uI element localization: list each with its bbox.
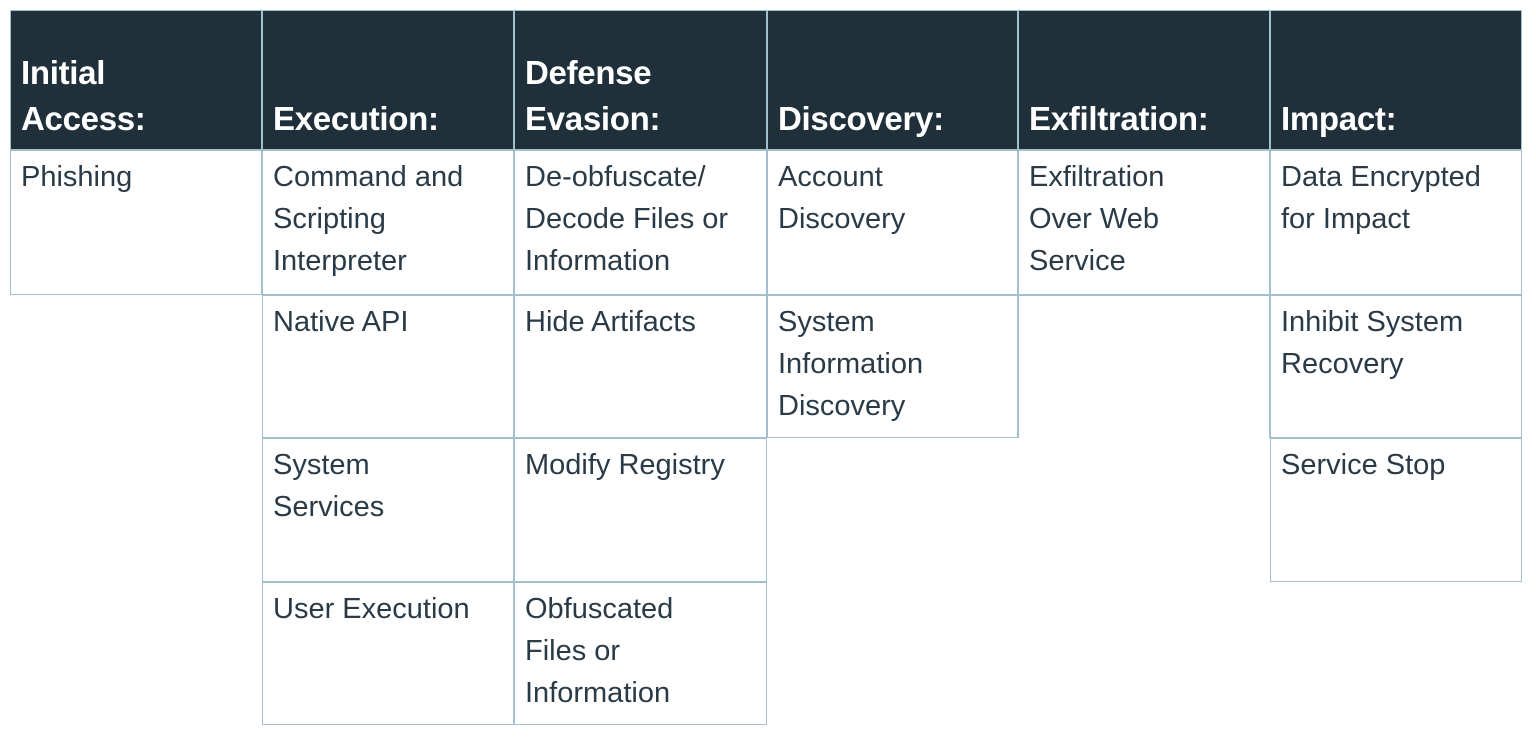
column-header-discovery: Discovery:	[767, 10, 1018, 150]
column-header-exfiltration: Exfiltration:	[1018, 10, 1270, 150]
technique-cell-obfuscated-files-or-information: Obfuscated Files or Information	[514, 582, 767, 725]
technique-cell-command-and-scripting-interpreter: Command and Scripting Interpreter	[262, 150, 514, 295]
technique-cell-account-discovery: Account Discovery	[767, 150, 1018, 295]
technique-cell-native-api: Native API	[262, 295, 514, 438]
column-header-impact: Impact:	[1270, 10, 1522, 150]
technique-cell-exfiltration-over-web-service: Exfiltration Over Web Service	[1018, 150, 1270, 295]
technique-cell-system-services: System Services	[262, 438, 514, 582]
empty-cell-exfiltration	[1018, 295, 1270, 438]
technique-cell-modify-registry: Modify Registry	[514, 438, 767, 582]
technique-cell-phishing: Phishing	[10, 150, 262, 295]
technique-cell-service-stop: Service Stop	[1270, 438, 1522, 582]
technique-cell-inhibit-system-recovery: Inhibit System Recovery	[1270, 295, 1522, 438]
technique-cell-system-information-discovery: System Information Discovery	[767, 295, 1018, 438]
technique-cell-user-execution: User Execution	[262, 582, 514, 725]
column-header-defense-evasion: Defense Evasion:	[514, 10, 767, 150]
technique-cell-deobfuscate-decode-files: De-obfuscate/ Decode Files or Informatio…	[514, 150, 767, 295]
technique-cell-data-encrypted-for-impact: Data Encrypted for Impact	[1270, 150, 1522, 295]
column-header-initial-access: Initial Access:	[10, 10, 262, 150]
column-header-execution: Execution:	[262, 10, 514, 150]
technique-cell-hide-artifacts: Hide Artifacts	[514, 295, 767, 438]
